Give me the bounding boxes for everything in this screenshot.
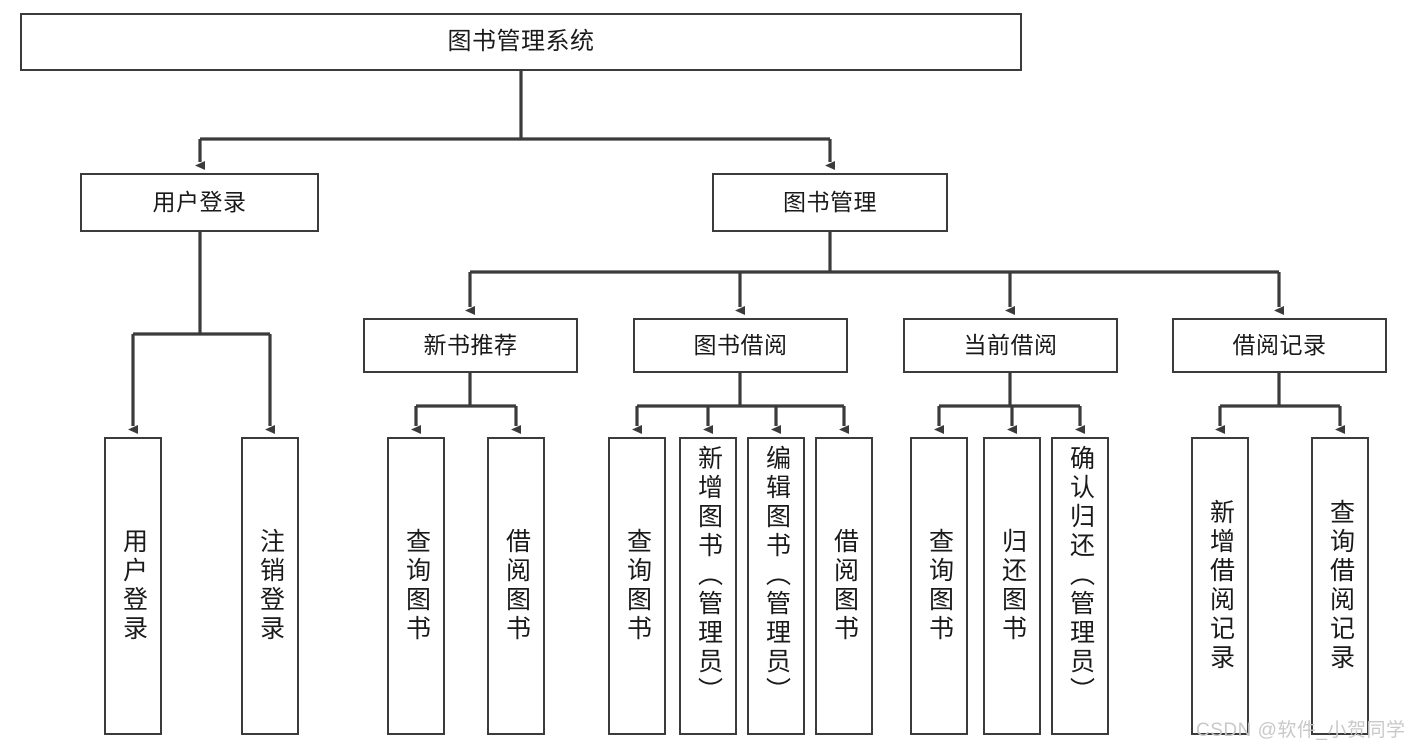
node-leaf-query-book-borrow-label: 查询图书 bbox=[623, 528, 652, 644]
node-leaf-query-borrow-record[interactable]: 查询借阅记录 bbox=[1311, 437, 1369, 735]
node-user-login[interactable]: 用户登录 bbox=[80, 173, 319, 232]
csdn-watermark: CSDN @软件_小贺同学 bbox=[1196, 720, 1405, 741]
node-leaf-query-book-recommend-label: 查询图书 bbox=[402, 528, 431, 644]
node-leaf-user-login-label: 用户登录 bbox=[119, 528, 148, 644]
node-leaf-add-book[interactable]: 新增图书（管理员） bbox=[679, 437, 737, 735]
node-leaf-add-borrow-record[interactable]: 新增借阅记录 bbox=[1191, 437, 1249, 735]
node-leaf-edit-book-label: 编辑图书（管理员） bbox=[762, 445, 791, 706]
node-book-management-label: 图书管理 bbox=[783, 188, 877, 215]
node-leaf-edit-book[interactable]: 编辑图书（管理员） bbox=[747, 437, 805, 735]
node-leaf-query-book-current[interactable]: 查询图书 bbox=[910, 437, 968, 735]
node-leaf-user-logout[interactable]: 注销登录 bbox=[241, 437, 299, 735]
node-leaf-query-book-recommend[interactable]: 查询图书 bbox=[387, 437, 445, 735]
node-leaf-query-book-current-label: 查询图书 bbox=[925, 528, 954, 644]
node-leaf-user-login[interactable]: 用户登录 bbox=[104, 437, 162, 735]
node-root-label: 图书管理系统 bbox=[447, 27, 595, 55]
node-book-borrow[interactable]: 图书借阅 bbox=[633, 318, 848, 373]
node-borrow-record[interactable]: 借阅记录 bbox=[1172, 318, 1387, 373]
node-user-login-label: 用户登录 bbox=[152, 188, 247, 215]
node-leaf-return-book[interactable]: 归还图书 bbox=[983, 437, 1041, 735]
node-leaf-borrow-book-label: 借阅图书 bbox=[830, 528, 859, 644]
node-current-borrow-label: 当前借阅 bbox=[963, 331, 1058, 358]
node-book-borrow-label: 图书借阅 bbox=[693, 331, 788, 358]
node-leaf-return-book-label: 归还图书 bbox=[998, 528, 1027, 644]
node-leaf-borrow-book[interactable]: 借阅图书 bbox=[815, 437, 873, 735]
node-root[interactable]: 图书管理系统 bbox=[20, 13, 1022, 71]
node-leaf-borrow-book-recommend[interactable]: 借阅图书 bbox=[487, 437, 545, 735]
node-new-book-recommend-label: 新书推荐 bbox=[423, 331, 518, 358]
node-leaf-user-logout-label: 注销登录 bbox=[256, 528, 285, 644]
node-leaf-borrow-book-recommend-label: 借阅图书 bbox=[502, 528, 531, 644]
node-borrow-record-label: 借阅记录 bbox=[1232, 331, 1327, 358]
node-current-borrow[interactable]: 当前借阅 bbox=[903, 318, 1118, 373]
node-leaf-query-book-borrow[interactable]: 查询图书 bbox=[608, 437, 666, 735]
node-book-management[interactable]: 图书管理 bbox=[712, 173, 948, 232]
node-leaf-add-book-label: 新增图书（管理员） bbox=[694, 445, 723, 706]
node-new-book-recommend[interactable]: 新书推荐 bbox=[363, 318, 578, 373]
node-leaf-add-borrow-record-label: 新增借阅记录 bbox=[1206, 499, 1235, 673]
node-leaf-confirm-return[interactable]: 确认归还（管理员） bbox=[1051, 437, 1109, 735]
node-leaf-query-borrow-record-label: 查询借阅记录 bbox=[1326, 499, 1355, 673]
node-leaf-confirm-return-label: 确认归还（管理员） bbox=[1066, 445, 1095, 706]
